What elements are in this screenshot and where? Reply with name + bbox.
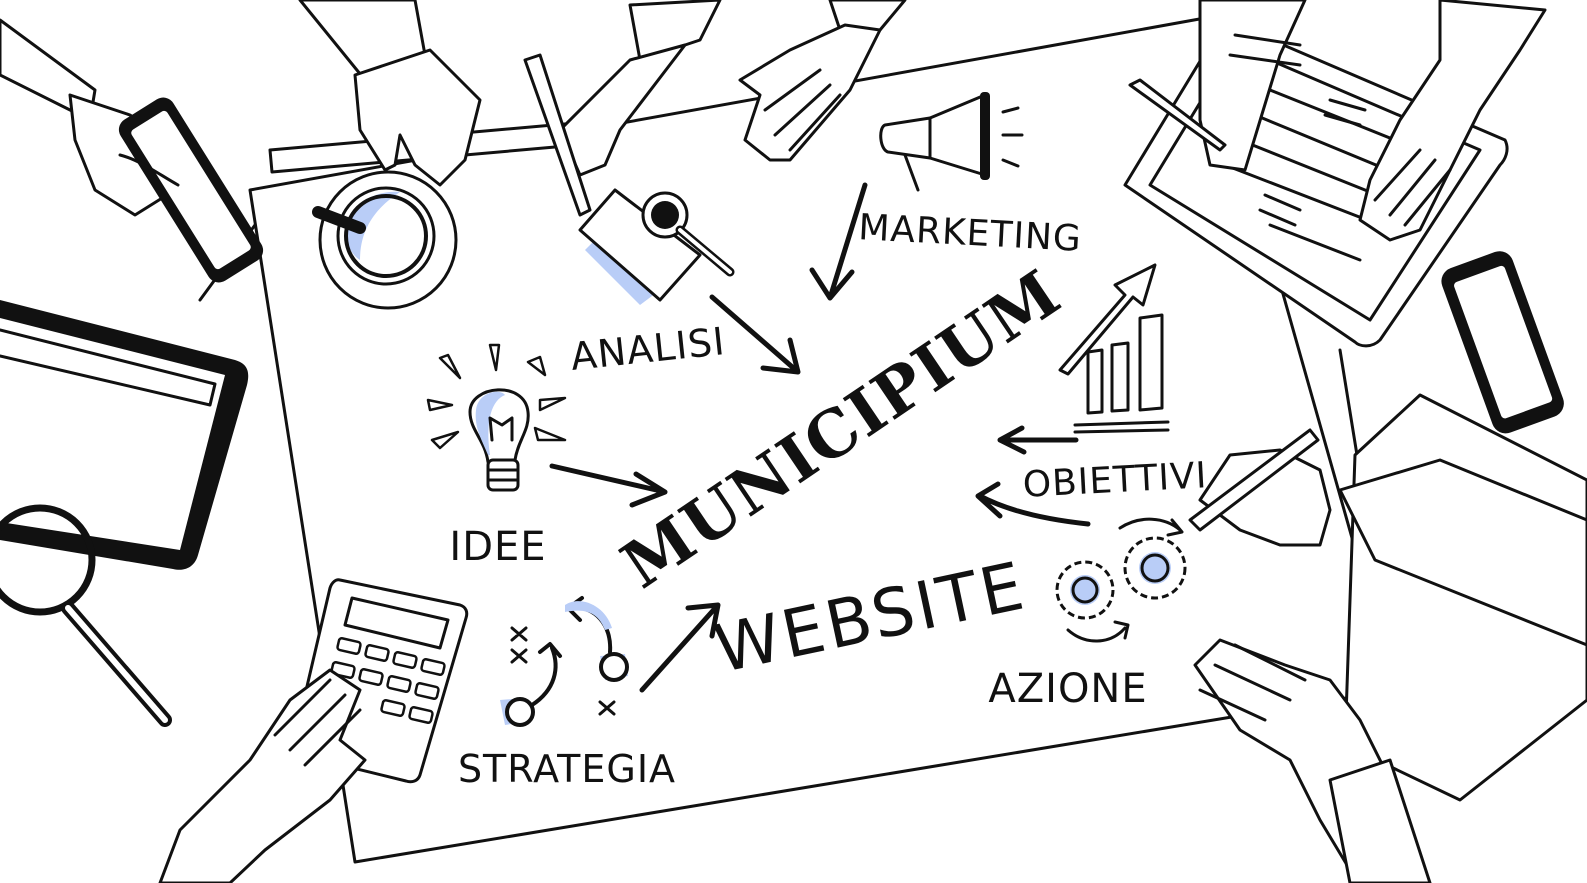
azione-node: AZIONE xyxy=(975,481,1187,712)
tablet-icon xyxy=(0,300,249,727)
megaphone-icon xyxy=(879,92,1024,192)
strategia-node: STRATEGIA xyxy=(458,596,721,791)
calculator-icon xyxy=(158,578,469,883)
label-strategia: STRATEGIA xyxy=(458,747,676,791)
label-obiettivi: OBIETTIVI xyxy=(1022,455,1209,506)
lightbulb-icon xyxy=(426,343,567,492)
open-hand-top xyxy=(738,0,907,162)
analisi-node: ANALISI xyxy=(568,188,801,379)
marketing-node: MARKETING xyxy=(809,92,1083,301)
obiettivi-node: OBIETTIVI xyxy=(997,263,1209,506)
arrow-analisi xyxy=(709,294,801,375)
arrow-idee xyxy=(549,463,668,508)
hand-with-pencil xyxy=(523,0,722,217)
hands-bottom-right xyxy=(1188,428,1432,883)
coffee-cup-icon xyxy=(298,0,482,310)
bar-chart-icon xyxy=(1058,263,1170,434)
side-papers xyxy=(1338,393,1587,802)
clipboard-icon xyxy=(1123,0,1547,348)
arrow-strategia xyxy=(639,602,721,693)
gears-icon xyxy=(1055,517,1187,643)
idee-node: IDEE xyxy=(426,343,668,570)
label-azione: AZIONE xyxy=(988,666,1147,712)
strategy-icon xyxy=(500,596,629,727)
arrow-marketing xyxy=(809,182,868,301)
arrow-obiettivi xyxy=(997,425,1079,455)
smartphone-icon xyxy=(1441,251,1564,434)
label-idee: IDEE xyxy=(449,524,546,570)
arrow-azione xyxy=(975,481,1091,527)
hand-with-phone xyxy=(0,18,264,283)
magnifier-icon xyxy=(578,188,735,305)
